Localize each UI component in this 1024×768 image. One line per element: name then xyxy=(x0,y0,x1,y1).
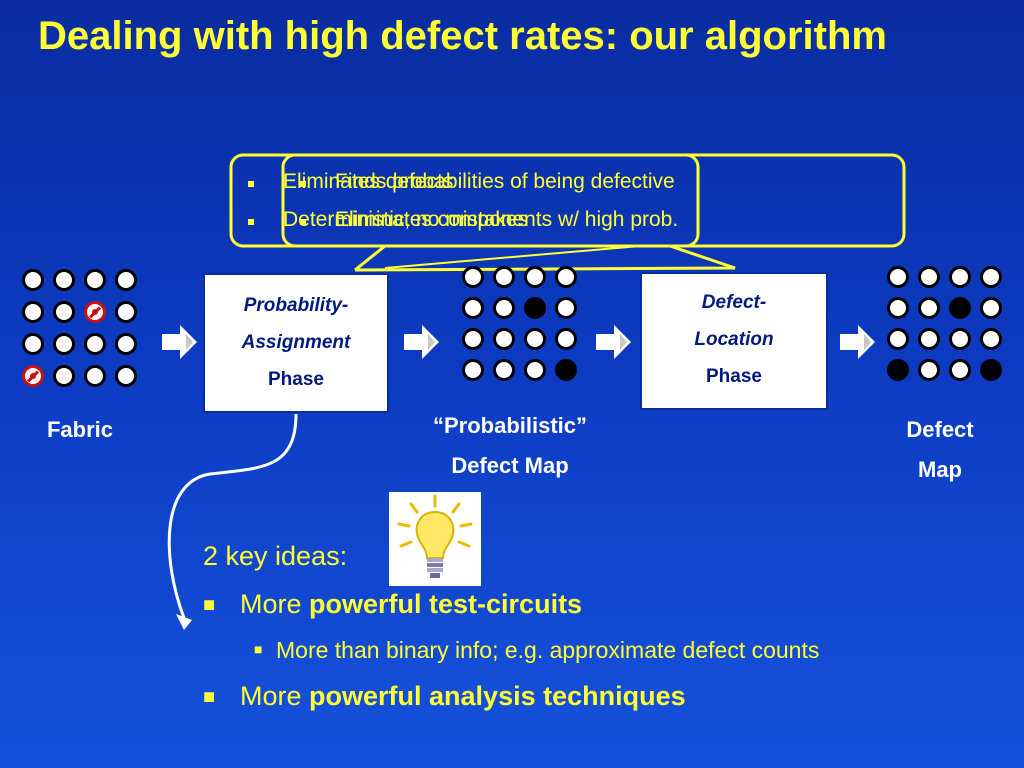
callout-bullet xyxy=(300,181,306,187)
fabric-cell xyxy=(115,333,137,355)
idea-item-2-bold: powerful analysis techniques xyxy=(309,681,686,711)
lightbulb-icon xyxy=(389,492,481,586)
idea-item-1-sub: More than binary info; e.g. approximate … xyxy=(276,637,820,663)
fabric-cell xyxy=(53,333,75,355)
map-cell xyxy=(462,266,484,288)
map-cell xyxy=(493,266,515,288)
square-bullet-icon: ■ xyxy=(254,641,263,657)
defect-map-grid xyxy=(887,266,1011,390)
fabric-cell xyxy=(53,365,75,387)
map-cell xyxy=(918,266,940,288)
map-cell xyxy=(524,328,546,350)
idea-item-2-prefix: More xyxy=(240,681,310,711)
map-cell xyxy=(887,266,909,288)
map-cell xyxy=(493,297,515,319)
fabric-cell xyxy=(53,301,75,323)
callout-bullet xyxy=(248,219,254,225)
map-cell xyxy=(949,328,971,350)
square-bullet-icon: ■ xyxy=(203,594,216,616)
right-arrow-icon xyxy=(596,325,631,359)
map-cell-defective xyxy=(524,297,546,319)
idea-item-2: More powerful analysis techniques xyxy=(240,681,686,712)
callout-bullet xyxy=(300,219,306,225)
fabric-cell xyxy=(84,365,106,387)
map-cell xyxy=(462,328,484,350)
fabric-label: Fabric xyxy=(46,417,114,442)
map-cell xyxy=(887,297,909,319)
slide-title: Dealing with high defect rates: our algo… xyxy=(38,14,887,58)
phase1-line1: Probability- xyxy=(243,295,349,316)
fabric-cell xyxy=(115,301,137,323)
right-arrow-icon xyxy=(162,325,197,359)
map-cell xyxy=(918,359,940,381)
map-cell xyxy=(918,328,940,350)
prob-map-label-line2: Defect Map xyxy=(451,453,569,478)
right-arrow-icon xyxy=(404,325,439,359)
map-cell-defective xyxy=(887,359,909,381)
map-cell xyxy=(524,266,546,288)
map-cell xyxy=(555,297,577,319)
map-cell xyxy=(555,328,577,350)
no-entry-icon xyxy=(22,365,44,387)
right-arrow-icon xyxy=(840,325,875,359)
map-cell xyxy=(462,297,484,319)
probabilistic-map-grid xyxy=(462,266,586,390)
map-cell xyxy=(493,328,515,350)
map-cell xyxy=(949,359,971,381)
probability-assignment-phase-box: Probability- Assignment Phase xyxy=(203,273,389,413)
fabric-grid xyxy=(22,269,146,393)
map-cell xyxy=(524,359,546,381)
fabric-cell xyxy=(84,269,106,291)
map-cell xyxy=(980,266,1002,288)
fabric-cell xyxy=(115,365,137,387)
phase2-line1: Defect- xyxy=(701,292,767,313)
fabric-cell xyxy=(53,269,75,291)
map-cell xyxy=(949,266,971,288)
phase2-line3: Phase xyxy=(706,366,762,387)
map-cell xyxy=(462,359,484,381)
map-cell xyxy=(980,297,1002,319)
fabric-cell xyxy=(22,333,44,355)
idea-item-1-prefix: More xyxy=(240,589,310,619)
callout-left-item-1: Finds probabilities of being defective xyxy=(335,170,675,193)
phase2-line2: Location xyxy=(694,329,774,350)
map-cell xyxy=(555,266,577,288)
map-cell xyxy=(918,297,940,319)
phase1-line3: Phase xyxy=(268,369,324,390)
phase1-line2: Assignment xyxy=(241,332,351,353)
map-cell xyxy=(493,359,515,381)
callout-bullet xyxy=(248,181,254,187)
callout-right-item-2: Deterministic; no mistakes xyxy=(283,208,529,231)
no-entry-icon xyxy=(84,301,106,323)
map-cell-defective xyxy=(555,359,577,381)
square-bullet-icon: ■ xyxy=(203,686,216,708)
map-cell-defective xyxy=(949,297,971,319)
map-cell xyxy=(887,328,909,350)
prob-map-label-line1: “Probabilistic” xyxy=(432,413,588,438)
map-cell xyxy=(980,328,1002,350)
callout-left-item-2: Eliminates components w/ high prob. xyxy=(335,208,679,231)
defect-map-label-line2: Map xyxy=(918,457,962,482)
fabric-cell xyxy=(22,269,44,291)
defect-location-phase-box: Defect- Location Phase xyxy=(640,272,828,410)
fabric-cell xyxy=(84,333,106,355)
idea-item-1: More powerful test-circuits xyxy=(240,589,582,620)
defect-map-label-line1: Defect xyxy=(906,417,974,442)
fabric-cell xyxy=(22,301,44,323)
fabric-cell xyxy=(115,269,137,291)
idea-item-1-bold: powerful test-circuits xyxy=(309,589,583,619)
key-ideas-heading: 2 key ideas: xyxy=(203,541,348,571)
map-cell-defective xyxy=(980,359,1002,381)
callout-right-item-1: Eliminates defects xyxy=(283,170,454,193)
